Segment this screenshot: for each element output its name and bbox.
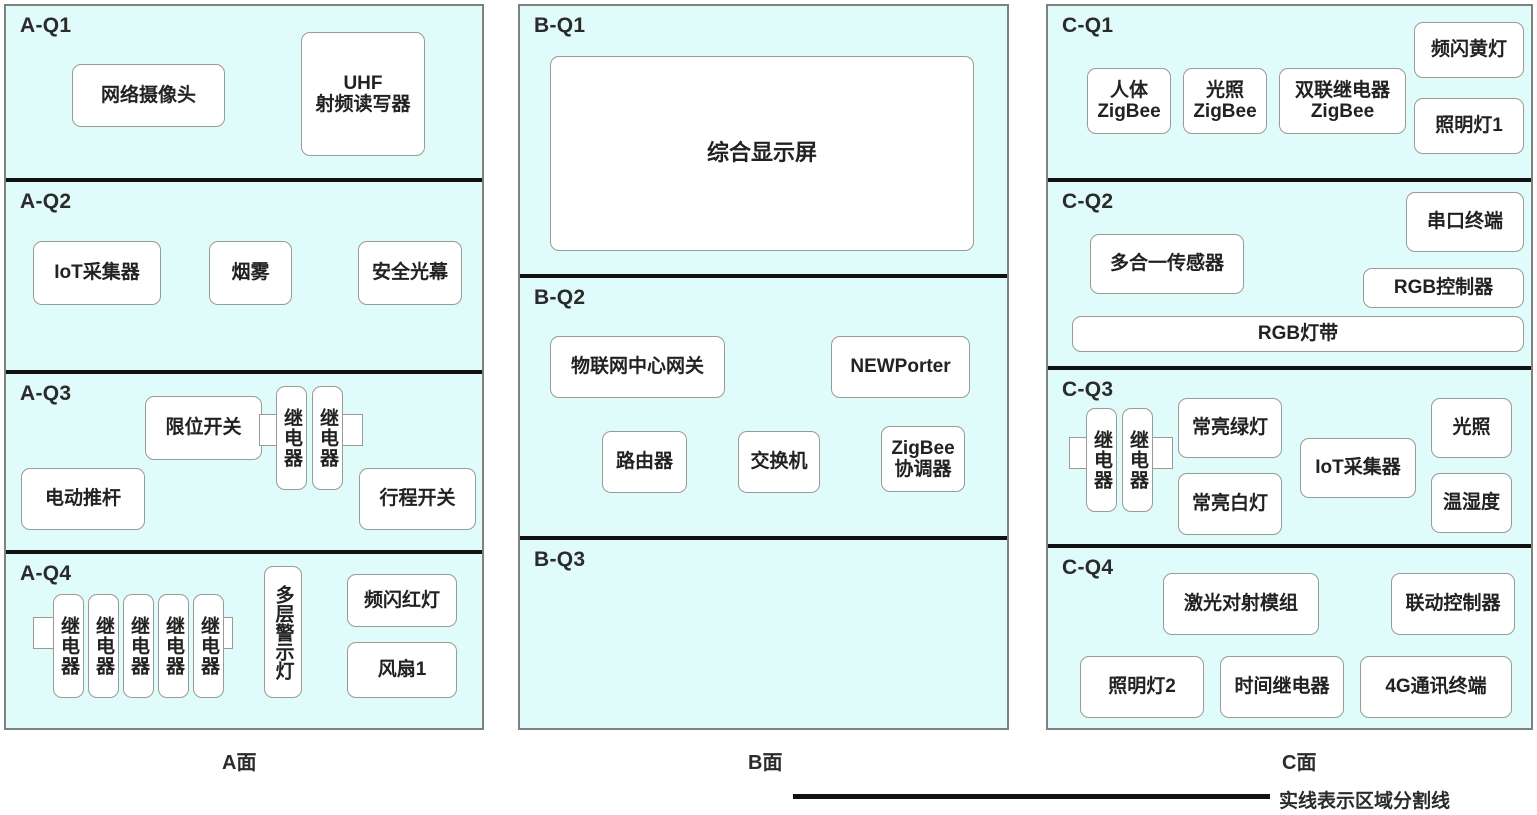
zone-c-q4: C-Q4 激光对射模组 联动控制器 照明灯2 时间继电器 4G通讯终端 [1048, 544, 1531, 728]
device-4g-communication-terminal[interactable]: 4G通讯终端 [1360, 656, 1512, 718]
device-smoke-sensor[interactable]: 烟雾 [209, 241, 292, 305]
device-integrated-display-screen[interactable]: 综合显示屏 [550, 56, 974, 251]
zone-label-c-q1: C-Q1 [1062, 14, 1114, 37]
device-safety-light-curtain[interactable]: 安全光幕 [358, 241, 462, 305]
device-newporter[interactable]: NEWPorter [831, 336, 970, 398]
device-iot-collector-c[interactable]: IoT采集器 [1300, 438, 1416, 498]
device-electric-push-rod[interactable]: 电动推杆 [21, 468, 145, 530]
device-illuminance-sensor[interactable]: 光照 [1431, 398, 1512, 458]
device-relay-a-q3-1[interactable]: 继电器 [276, 386, 307, 490]
device-lighting-lamp-2[interactable]: 照明灯2 [1080, 656, 1204, 718]
zone-b-q3: B-Q3 [520, 536, 1007, 728]
zone-label-a-q4: A-Q4 [20, 562, 72, 585]
zone-a-q1: A-Q1 网络摄像头 UHF 射频读写器 [6, 6, 482, 178]
device-steady-white-light[interactable]: 常亮白灯 [1178, 473, 1282, 535]
device-rgb-light-strip[interactable]: RGB灯带 [1072, 316, 1524, 352]
zone-c-q1: C-Q1 人体 ZigBee 光照 ZigBee 双联继电器 ZigBee 频闪… [1048, 6, 1531, 178]
device-fan-1[interactable]: 风扇1 [347, 642, 457, 698]
device-relay-a-q4-4[interactable]: 继电器 [158, 594, 189, 698]
zone-b-q2: B-Q2 物联网中心网关 NEWPorter 路由器 交换机 ZigBee 协调… [520, 274, 1007, 536]
face-label-a: A面 [222, 752, 257, 774]
device-temperature-humidity-sensor[interactable]: 温湿度 [1431, 473, 1512, 533]
device-iot-collector-a[interactable]: IoT采集器 [33, 241, 161, 305]
device-time-relay[interactable]: 时间继电器 [1220, 656, 1344, 718]
device-relay-a-q4-3[interactable]: 继电器 [123, 594, 154, 698]
device-network-camera[interactable]: 网络摄像头 [72, 64, 225, 127]
device-illuminance-zigbee[interactable]: 光照 ZigBee [1183, 68, 1267, 134]
device-lighting-lamp-1[interactable]: 照明灯1 [1414, 98, 1524, 154]
device-dual-relay-zigbee[interactable]: 双联继电器 ZigBee [1279, 68, 1406, 134]
zone-label-a-q2: A-Q2 [20, 190, 72, 213]
device-relay-a-q3-2[interactable]: 继电器 [312, 386, 343, 490]
device-router[interactable]: 路由器 [602, 431, 687, 493]
zone-b-q1: B-Q1 综合显示屏 [520, 6, 1007, 274]
legend-text: 实线表示区域分割线 [1279, 791, 1451, 812]
device-relay-c-q3-1[interactable]: 继电器 [1086, 408, 1117, 512]
zone-c-q2: C-Q2 多合一传感器 串口终端 RGB控制器 RGB灯带 [1048, 178, 1531, 366]
face-label-b: B面 [748, 752, 783, 774]
zone-label-b-q2: B-Q2 [534, 286, 586, 309]
device-multi-in-one-sensor[interactable]: 多合一传感器 [1090, 234, 1244, 294]
relay-connector-tab-right-c-q3 [1149, 437, 1173, 469]
device-serial-port-terminal[interactable]: 串口终端 [1406, 192, 1524, 252]
device-switch[interactable]: 交换机 [738, 431, 820, 493]
device-zigbee-coordinator[interactable]: ZigBee 协调器 [881, 426, 965, 492]
column-panel-a: A-Q1 网络摄像头 UHF 射频读写器 A-Q2 IoT采集器 烟雾 安全光幕… [4, 4, 484, 730]
zone-c-q3: C-Q3 继电器 继电器 常亮绿灯 常亮白灯 IoT采集器 光照 温湿度 [1048, 366, 1531, 544]
device-relay-a-q4-1[interactable]: 继电器 [53, 594, 84, 698]
device-human-presence-zigbee[interactable]: 人体 ZigBee [1087, 68, 1171, 134]
device-multilayer-warning-light[interactable]: 多层警示灯 [264, 566, 302, 698]
device-limit-switch[interactable]: 限位开关 [145, 396, 262, 460]
face-label-c: C面 [1282, 752, 1317, 774]
device-rgb-controller[interactable]: RGB控制器 [1363, 268, 1524, 308]
zone-label-b-q3: B-Q3 [534, 548, 586, 571]
device-laser-beam-module[interactable]: 激光对射模组 [1163, 573, 1319, 635]
device-linkage-controller[interactable]: 联动控制器 [1391, 573, 1515, 635]
zone-label-c-q4: C-Q4 [1062, 556, 1114, 579]
column-panel-b: B-Q1 综合显示屏 B-Q2 物联网中心网关 NEWPorter 路由器 交换… [518, 4, 1009, 730]
legend-solid-line-swatch [793, 794, 1270, 799]
zone-a-q4: A-Q4 继电器 继电器 继电器 继电器 继电器 多层警示灯 频闪红灯 风扇1 [6, 550, 482, 728]
zone-label-a-q1: A-Q1 [20, 14, 72, 37]
zone-a-q2: A-Q2 IoT采集器 烟雾 安全光幕 [6, 178, 482, 370]
column-panel-c: C-Q1 人体 ZigBee 光照 ZigBee 双联继电器 ZigBee 频闪… [1046, 4, 1533, 730]
zone-label-c-q3: C-Q3 [1062, 378, 1114, 401]
device-relay-c-q3-2[interactable]: 继电器 [1122, 408, 1153, 512]
device-relay-a-q4-5[interactable]: 继电器 [193, 594, 224, 698]
device-uhf-rfid-reader[interactable]: UHF 射频读写器 [301, 32, 425, 156]
zone-a-q3: A-Q3 限位开关 继电器 继电器 电动推杆 行程开关 [6, 370, 482, 550]
device-relay-a-q4-2[interactable]: 继电器 [88, 594, 119, 698]
device-iot-central-gateway[interactable]: 物联网中心网关 [550, 336, 725, 398]
device-steady-green-light[interactable]: 常亮绿灯 [1178, 398, 1282, 458]
device-strobe-red-light[interactable]: 频闪红灯 [347, 574, 457, 627]
device-travel-switch[interactable]: 行程开关 [359, 468, 476, 530]
zone-label-b-q1: B-Q1 [534, 14, 586, 37]
device-strobe-yellow-light[interactable]: 频闪黄灯 [1414, 22, 1524, 78]
zone-label-a-q3: A-Q3 [20, 382, 72, 405]
zone-label-c-q2: C-Q2 [1062, 190, 1114, 213]
